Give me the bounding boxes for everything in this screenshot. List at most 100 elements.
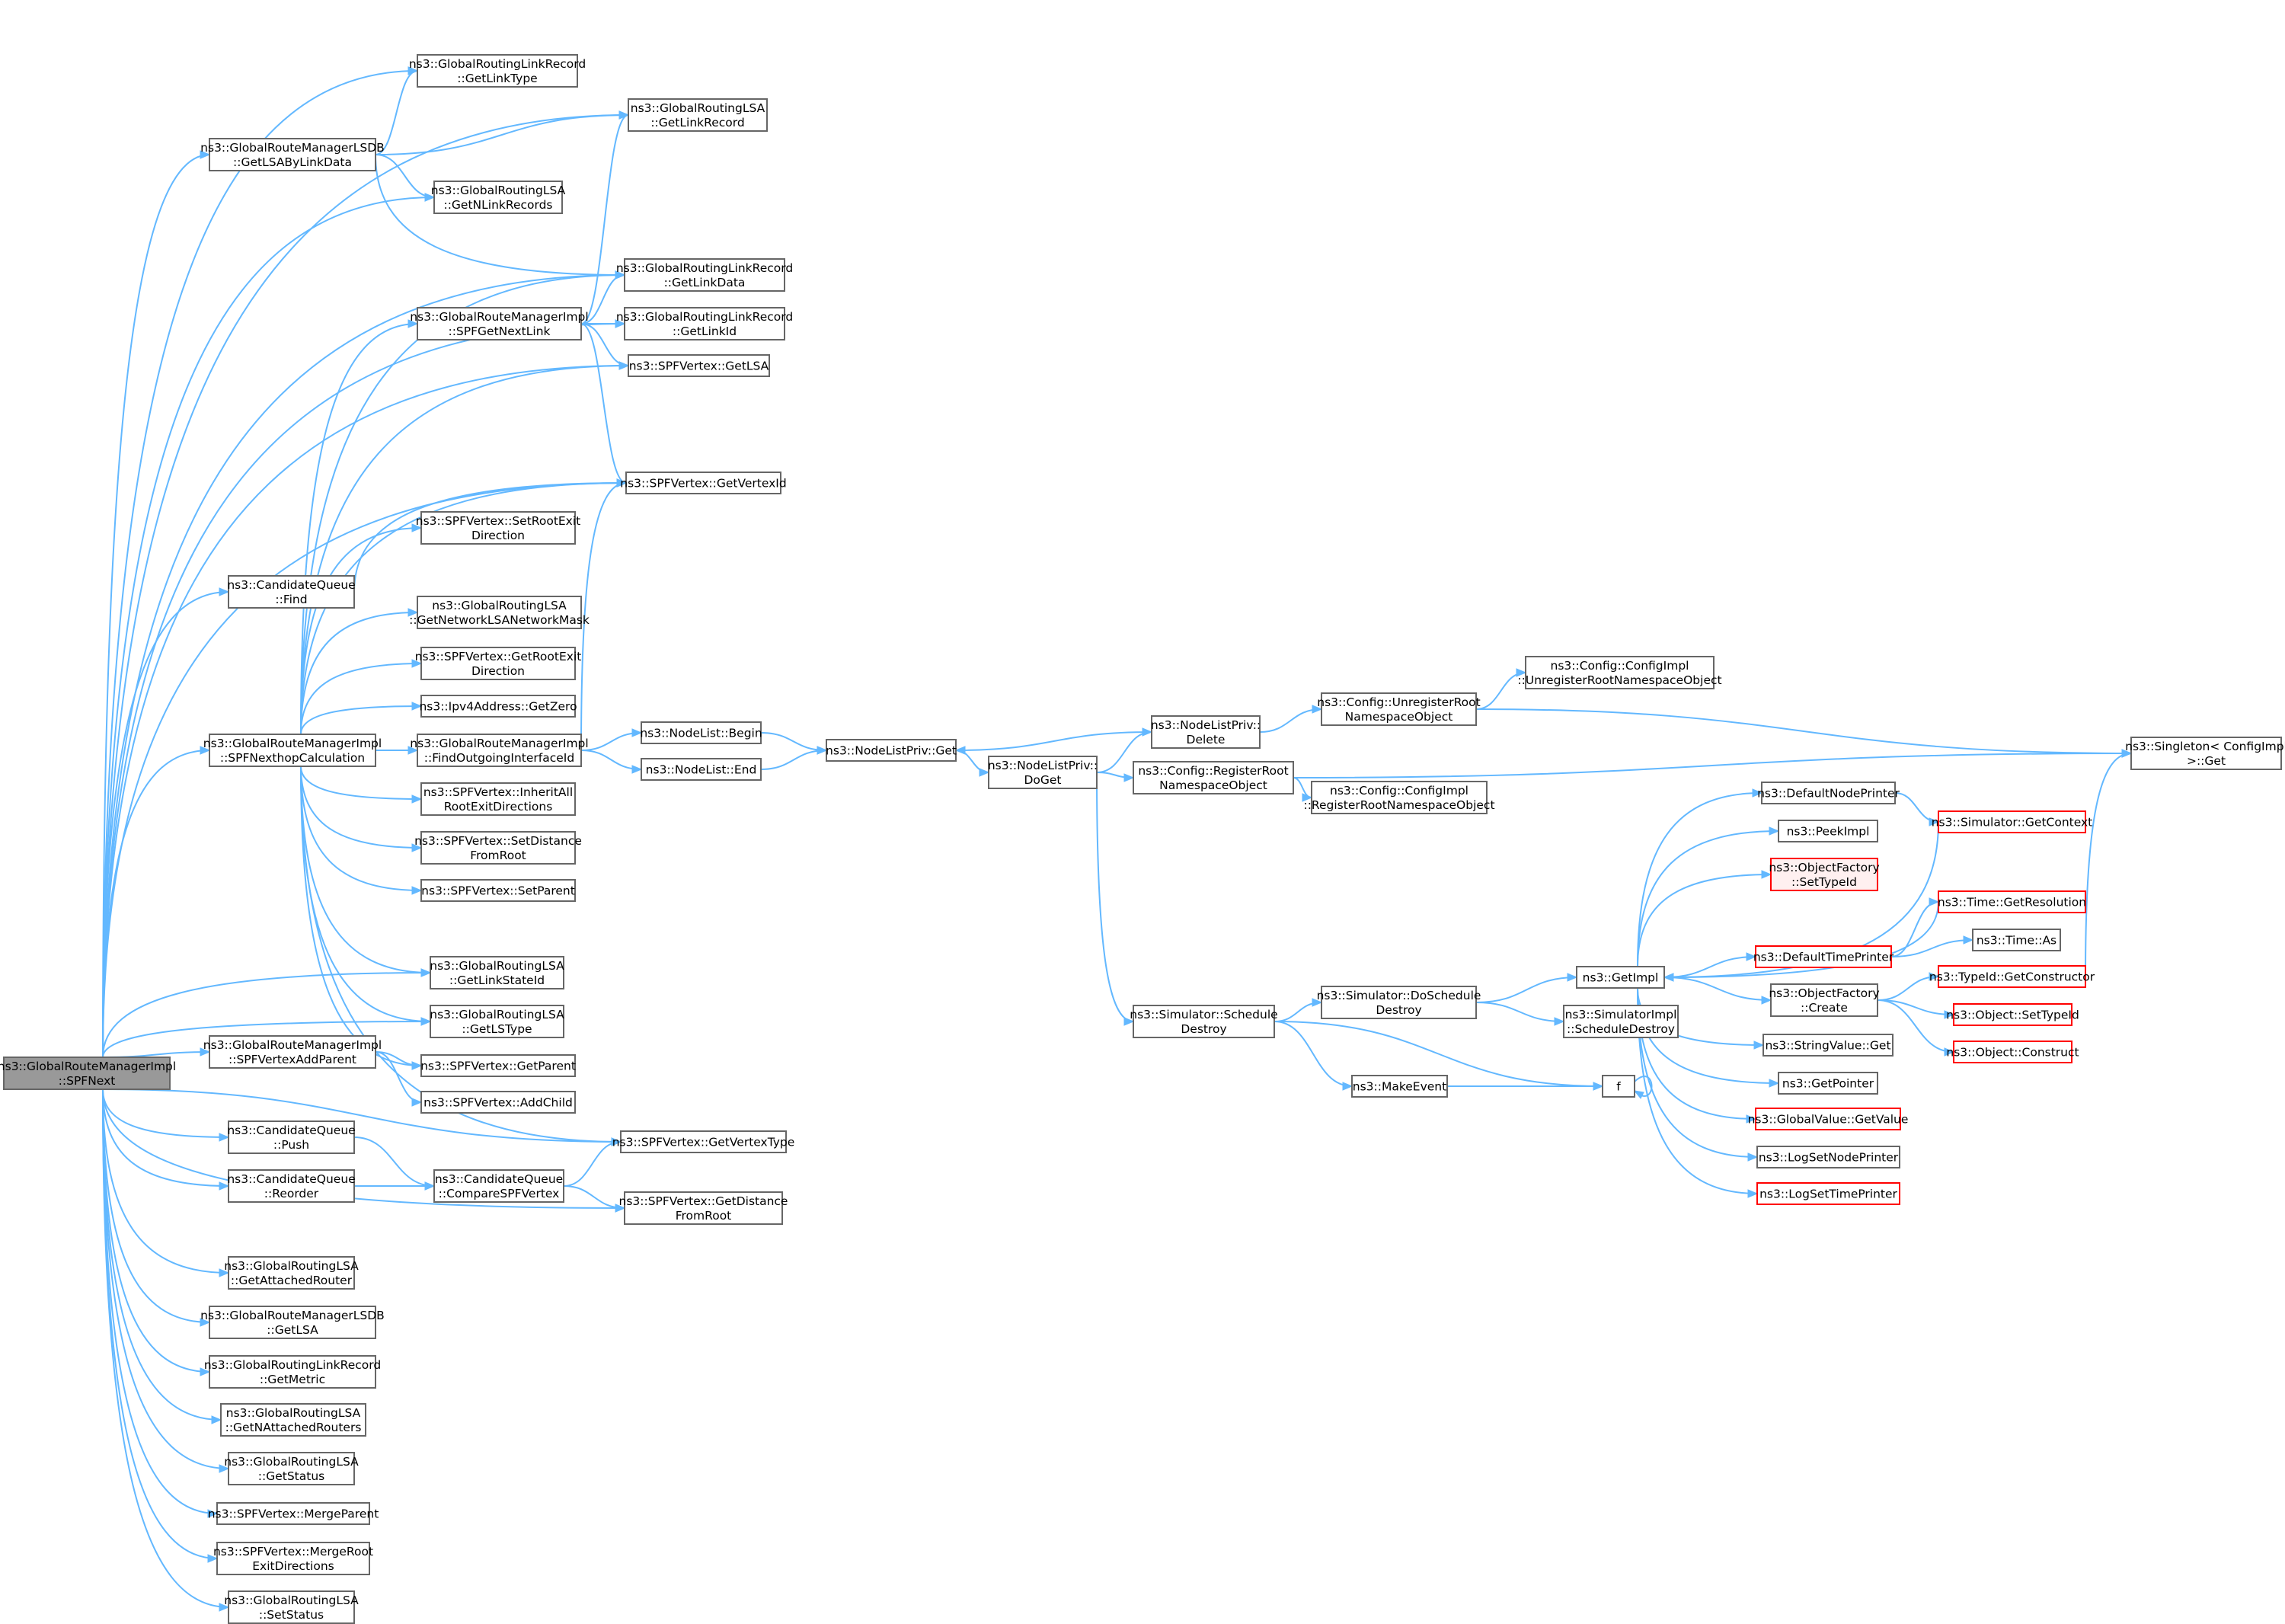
function-node-spfnexthop[interactable]: ns3::GlobalRouteManagerImpl::SPFNexthopC… — [203, 734, 382, 767]
function-node-cq-reorder[interactable]: ns3::CandidateQueue::Reorder — [227, 1169, 356, 1203]
function-node-nl-end[interactable]: ns3::NodeList::End — [641, 758, 762, 781]
function-node-lsa-getattachedrouter[interactable]: ns3::GlobalRoutingLSA::GetAttachedRouter — [224, 1256, 359, 1290]
function-node-spfnext[interactable]: ns3::GlobalRouteManagerImpl::SPFNext — [0, 1057, 176, 1090]
call-edge — [300, 766, 432, 1026]
function-node-lr-getlinkid[interactable]: ns3::GlobalRoutingLinkRecord::GetLinkId — [616, 307, 793, 340]
function-node-time-getresolution[interactable]: ns3::Time::GetResolution — [1938, 890, 2086, 913]
function-node-v-getvertexid[interactable]: ns3::SPFVertex::GetVertexId — [620, 472, 787, 494]
function-node-v-setparent[interactable]: ns3::SPFVertex::SetParent — [420, 879, 576, 902]
node-box — [1938, 965, 2086, 988]
function-node-simimpl-scheduledestroy[interactable]: ns3::SimulatorImpl::ScheduleDestroy — [1563, 1005, 1679, 1038]
function-node-cq-compare[interactable]: ns3::CandidateQueue::CompareSPFVertex — [433, 1169, 564, 1203]
function-node-lsa-getnetmask[interactable]: ns3::GlobalRoutingLSA::GetNetworkLSANetw… — [409, 596, 590, 629]
function-node-stringvalue-get[interactable]: ns3::StringValue::Get — [1762, 1034, 1894, 1057]
node-box — [433, 181, 563, 214]
node-label: ns3::SPFVertex::GetVertexId — [620, 477, 786, 491]
function-node-obj-settypeid[interactable]: ns3::Object::SetTypeId — [1946, 1003, 2079, 1026]
function-node-sim-scheduledestroy[interactable]: ns3::Simulator::ScheduleDestroy — [1130, 1005, 1278, 1038]
function-node-singleton-get[interactable]: ns3::Singleton< ConfigImpl >::Get — [2125, 737, 2285, 770]
arrow-head — [616, 478, 628, 488]
arrow-head — [219, 1603, 230, 1612]
function-node-cfgimpl-unregister[interactable]: ns3::Config::ConfigImpl::UnregisterRootN… — [1517, 656, 1722, 689]
arrow-head — [1944, 1010, 1955, 1019]
function-node-lsa-getlstype[interactable]: ns3::GlobalRoutingLSA::GetLSType — [430, 1005, 564, 1038]
node-label: ::SetTypeId — [1791, 875, 1857, 889]
function-node-cq-find[interactable]: ns3::CandidateQueue::Find — [227, 575, 356, 609]
call-edge — [102, 1089, 230, 1142]
function-node-makeevent[interactable]: ns3::MakeEvent — [1351, 1075, 1448, 1098]
node-label: ::RegisterRootNamespaceObject — [1303, 798, 1494, 812]
function-node-globalvalue-getvalue[interactable]: ns3::GlobalValue::GetValue — [1748, 1108, 1909, 1130]
arrow-head — [1752, 788, 1763, 798]
function-node-typeid-getconstructor[interactable]: ns3::TypeId::GetConstructor — [1929, 965, 2095, 988]
function-node-spfvertexaddparent[interactable]: ns3::GlobalRouteManagerImpl::SPFVertexAd… — [203, 1035, 382, 1069]
function-node-time-as[interactable]: ns3::Time::As — [1972, 929, 2061, 951]
function-node-v-addchild[interactable]: ns3::SPFVertex::AddChild — [420, 1091, 576, 1114]
function-node-spfgetnextlink[interactable]: ns3::GlobalRouteManagerImpl::SPFGetNextL… — [410, 307, 589, 340]
function-node-getlsabylinkdata[interactable]: ns3::GlobalRouteManagerLSDB::GetLSAByLin… — [200, 138, 385, 171]
function-node-lsa-getlinkrecord[interactable]: ns3::GlobalRoutingLSA::GetLinkRecord — [628, 98, 768, 132]
function-node-nlp-get[interactable]: ns3::NodeListPriv::Get — [826, 739, 957, 762]
function-node-defaulttimeprinter[interactable]: ns3::DefaultTimePrinter — [1753, 945, 1894, 968]
node-box — [826, 739, 957, 762]
function-node-lsdb-getlsa[interactable]: ns3::GlobalRouteManagerLSDB::GetLSA — [200, 1306, 385, 1339]
function-node-lsa-getnattached[interactable]: ns3::GlobalRoutingLSA::GetNAttachedRoute… — [220, 1403, 366, 1437]
call-edge — [102, 587, 230, 1058]
node-box — [420, 647, 576, 680]
node-box — [1755, 945, 1892, 968]
function-node-of-settypeid[interactable]: ns3::ObjectFactory::SetTypeId — [1769, 858, 1880, 891]
function-node-logsettimeprinter[interactable]: ns3::LogSetTimePrinter — [1756, 1182, 1900, 1205]
function-node-v-getlsa[interactable]: ns3::SPFVertex::GetLSA — [628, 354, 770, 377]
node-label: ns3::ObjectFactory — [1769, 986, 1879, 1000]
node-label: RootExitDirections — [444, 800, 553, 814]
arrow-head — [1123, 773, 1135, 782]
function-node-cq-push[interactable]: ns3::CandidateQueue::Push — [227, 1120, 356, 1154]
function-node-nl-begin[interactable]: ns3::NodeList::Begin — [640, 721, 762, 744]
function-node-v-inheritall[interactable]: ns3::SPFVertex::InheritAllRootExitDirect… — [420, 782, 576, 816]
function-node-nlp-delete[interactable]: ns3::NodeListPriv::Delete — [1151, 715, 1261, 749]
function-node-cfgimpl-register[interactable]: ns3::Config::ConfigImpl::RegisterRootNam… — [1303, 781, 1495, 814]
arrow-head — [631, 765, 643, 774]
node-label: ns3::GlobalRoutingLSA — [432, 599, 567, 612]
node-label: ns3::SPFVertex::GetLSA — [629, 360, 769, 373]
function-node-lr-getmetric[interactable]: ns3::GlobalRoutingLinkRecord::GetMetric — [204, 1355, 381, 1389]
function-node-lr-getlinktype[interactable]: ns3::GlobalRoutingLinkRecord::GetLinkTyp… — [409, 54, 586, 88]
node-label: ns3::GetImpl — [1583, 971, 1659, 985]
call-edge — [1633, 1076, 1653, 1099]
function-node-findoutgoing[interactable]: ns3::GlobalRouteManagerImpl::FindOutgoin… — [410, 734, 589, 767]
function-node-lsa-getstatus[interactable]: ns3::GlobalRoutingLSA::GetStatus — [224, 1452, 359, 1485]
function-node-getimpl[interactable]: ns3::GetImpl — [1576, 966, 1665, 989]
function-node-f[interactable]: f — [1602, 1075, 1635, 1098]
function-node-v-getparent[interactable]: ns3::SPFVertex::GetParent — [420, 1054, 576, 1077]
function-node-lsa-setstatus[interactable]: ns3::GlobalRoutingLSA::SetStatus — [224, 1590, 359, 1624]
function-node-ipv4-getzero[interactable]: ns3::Ipv4Address::GetZero — [419, 695, 577, 718]
function-node-v-getvertextype[interactable]: ns3::SPFVertex::GetVertexType — [612, 1130, 795, 1153]
call-edge — [1475, 708, 2133, 758]
function-node-lr-getlinkdata[interactable]: ns3::GlobalRoutingLinkRecord::GetLinkDat… — [616, 258, 793, 292]
function-node-defaultnodeprinter[interactable]: ns3::DefaultNodePrinter — [1757, 782, 1900, 804]
function-node-logsetnodeprinter[interactable]: ns3::LogSetNodePrinter — [1756, 1146, 1900, 1168]
function-node-sim-getcontext[interactable]: ns3::Simulator::GetContext — [1932, 810, 2093, 833]
function-node-lsa-getlinkstateid[interactable]: ns3::GlobalRoutingLSA::GetLinkStateId — [430, 956, 564, 989]
function-node-peekimpl[interactable]: ns3::PeekImpl — [1778, 820, 1878, 842]
function-node-nlp-doget[interactable]: ns3::NodeListPriv::DoGet — [988, 756, 1098, 789]
function-node-getpointer[interactable]: ns3::GetPointer — [1778, 1072, 1878, 1095]
function-node-of-create[interactable]: ns3::ObjectFactory::Create — [1769, 983, 1880, 1017]
function-node-lsa-getnlinkrecords[interactable]: ns3::GlobalRoutingLSA::GetNLinkRecords — [431, 181, 566, 214]
arrow-head — [1747, 1189, 1759, 1198]
arrow-head — [615, 270, 626, 280]
node-label: ::SPFGetNextLink — [448, 324, 550, 338]
function-node-cfg-register[interactable]: ns3::Config::RegisterRootNamespaceObject — [1133, 761, 1294, 794]
call-edge — [102, 1089, 230, 1277]
node-label: ns3::NodeListPriv::Get — [826, 744, 957, 758]
function-node-obj-construct[interactable]: ns3::Object::Construct — [1946, 1041, 2079, 1063]
function-node-v-mergeparent[interactable]: ns3::SPFVertex::MergeParent — [208, 1502, 379, 1525]
function-node-cfg-unregister[interactable]: ns3::Config::UnregisterRootNamespaceObje… — [1317, 692, 1481, 726]
node-box — [628, 98, 768, 132]
